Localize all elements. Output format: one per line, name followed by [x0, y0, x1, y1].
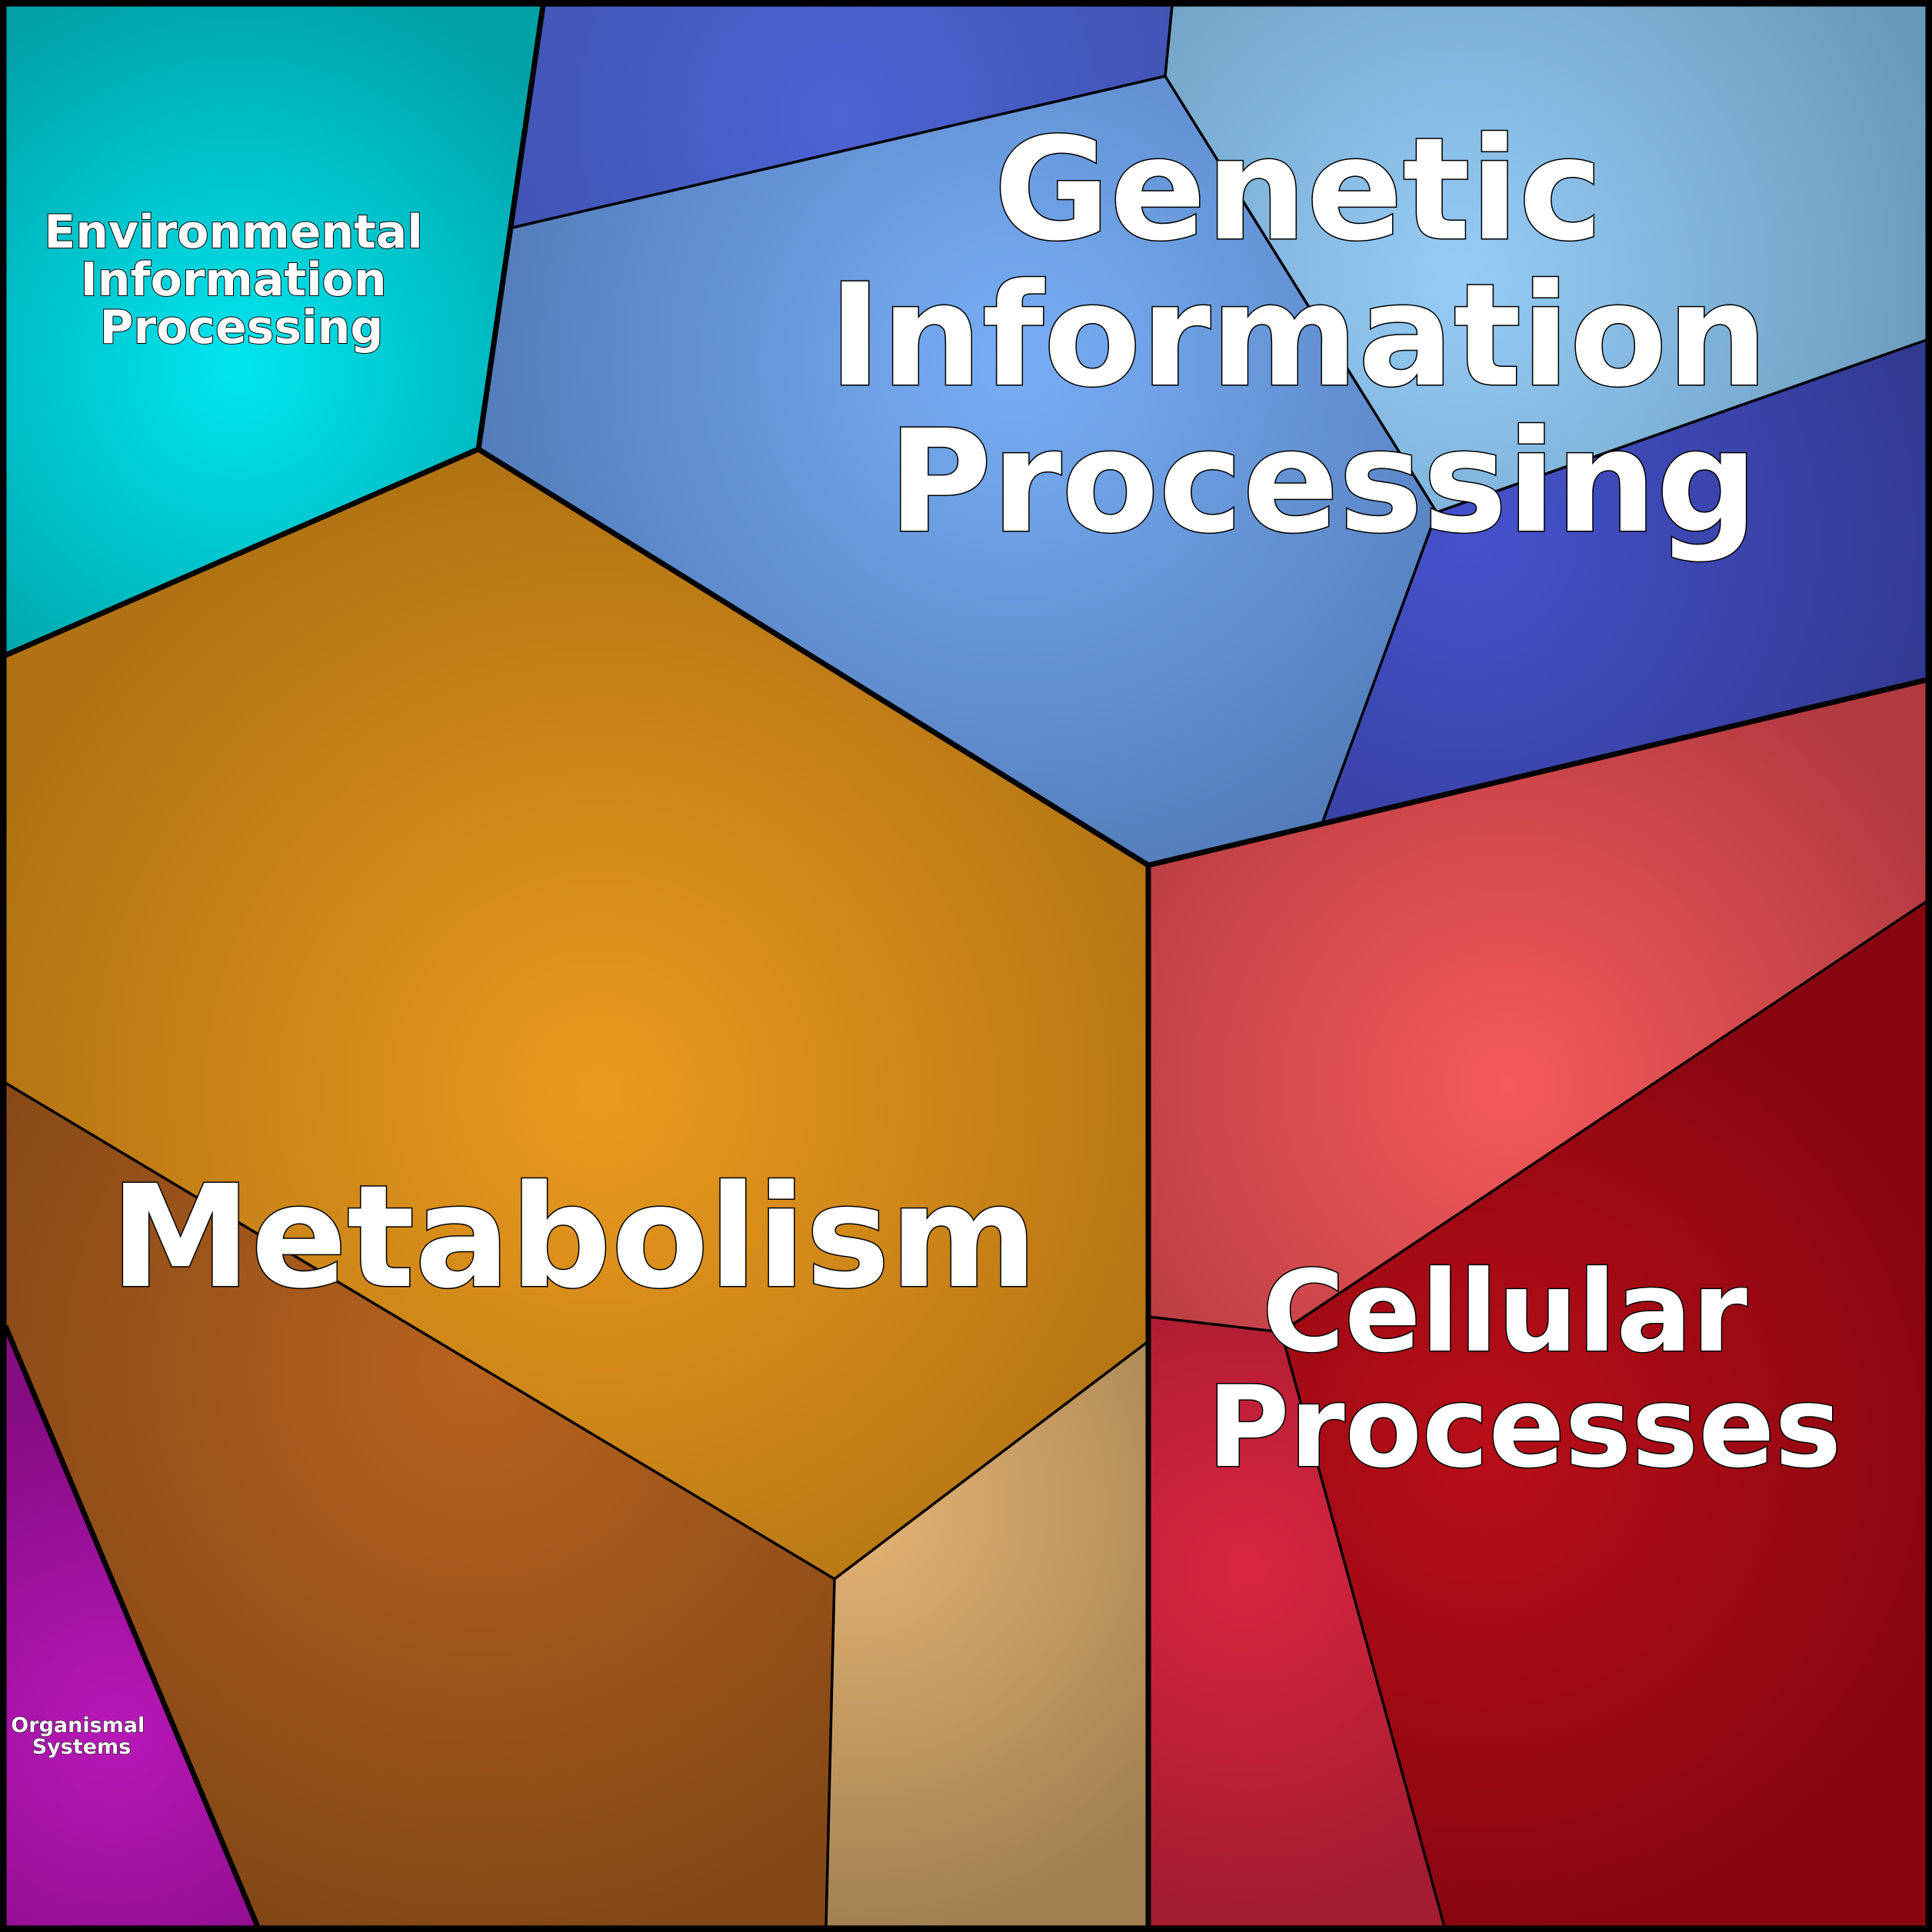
label-genetic-information-processing: Genetic Information Processing	[828, 108, 1817, 565]
genetic-subcell-light	[1165, 5, 1927, 512]
label-organismal-systems: Organismal Systems	[11, 1714, 152, 1759]
region-genetic-information-processing[interactable]	[478, 5, 1927, 865]
cellular-subcell-dark	[1281, 901, 1927, 1927]
region-cellular-processes[interactable]	[1148, 680, 1927, 1927]
label-environmental-information-processing: Environmental Information Processing	[44, 205, 438, 355]
cellular-subcell-main	[1148, 680, 1927, 1332]
genetic-subcell-dark	[1323, 340, 1927, 821]
minor-edges	[5, 5, 1927, 1927]
region-metabolism[interactable]	[5, 449, 1148, 1927]
label-cellular-processes: Cellular Processes	[1208, 1247, 1842, 1493]
env-cell	[5, 5, 543, 655]
metabolism-subcell-tan	[826, 1341, 1148, 1927]
genetic-subcell-main	[478, 76, 1437, 865]
genetic-subcell-top	[512, 5, 1172, 228]
label-metabolism: Metabolism	[110, 1155, 1038, 1320]
metabolism-subcell-brown	[5, 1083, 834, 1927]
cellular-subcell-pink	[1148, 1317, 1444, 1927]
metabolism-subcell-main	[5, 449, 1148, 1579]
region-environmental-information-processing[interactable]	[5, 5, 543, 655]
